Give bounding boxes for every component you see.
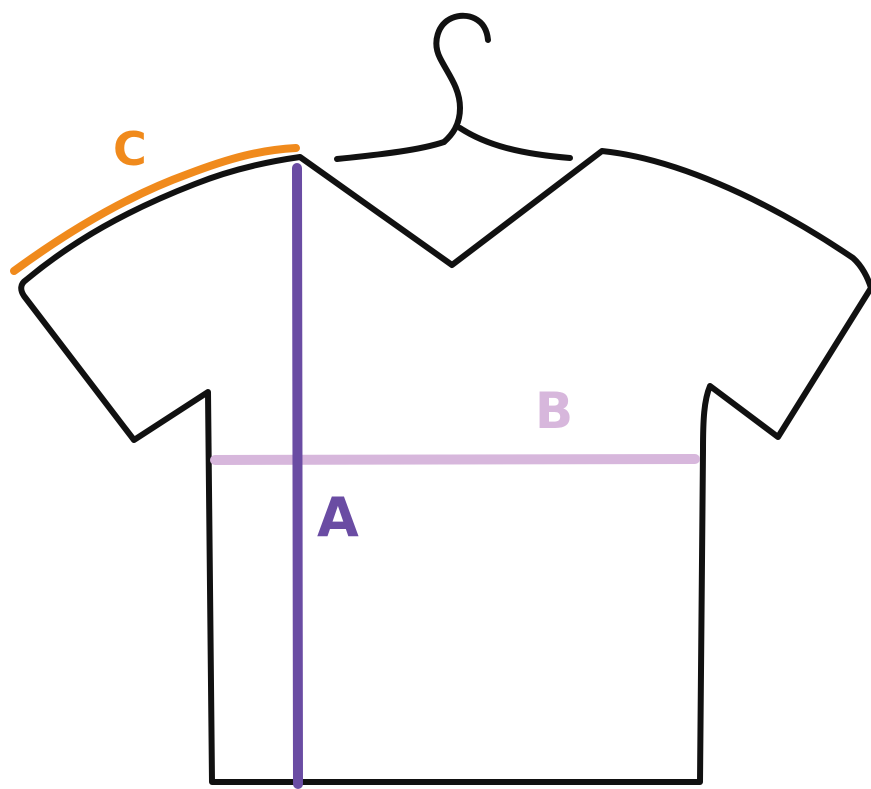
measurement-a-label: A	[317, 486, 359, 549]
tshirt-outline	[18, 148, 871, 785]
hanger-arm-right	[457, 125, 573, 161]
measurement-c-line	[10, 144, 300, 275]
measurement-b-label: B	[535, 382, 574, 440]
measurement-a-line	[292, 163, 303, 789]
measurement-c-label: C	[113, 122, 147, 176]
hanger-arm-left	[334, 139, 447, 162]
hanger-hook	[433, 12, 491, 145]
measurement-b-line	[210, 454, 700, 465]
